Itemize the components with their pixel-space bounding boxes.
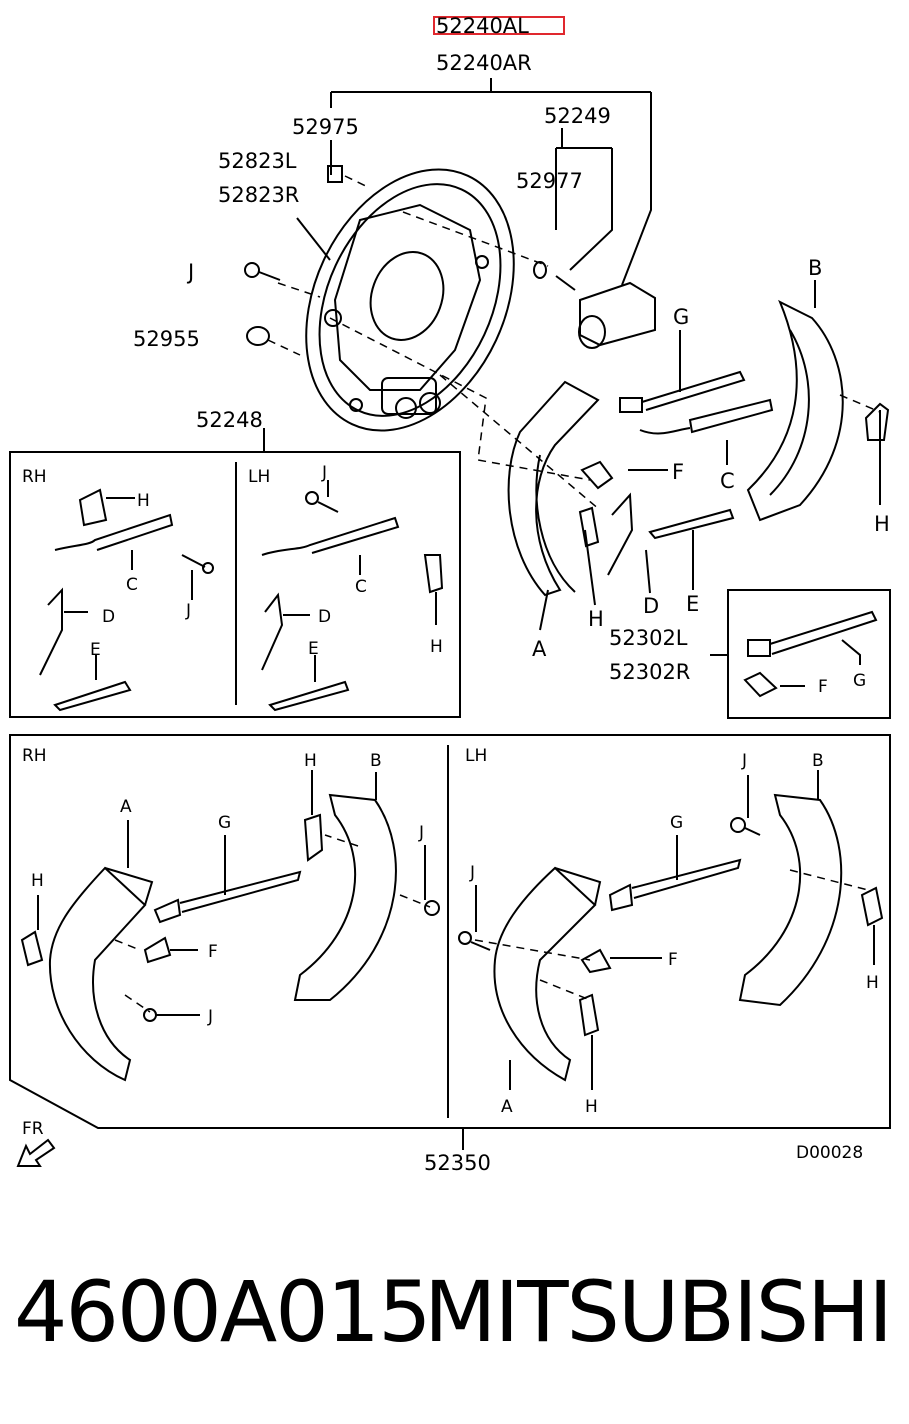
fr-label: FR — [22, 1119, 44, 1139]
kit-rh-E: E — [90, 640, 101, 660]
fr-arrow-icon — [16, 1138, 56, 1167]
brake-shoe-A-upper — [507, 380, 600, 597]
shoe-lh-J-top: J — [741, 751, 747, 771]
adjuster-F: F — [818, 677, 828, 697]
part-F-upper — [580, 460, 614, 490]
kit-lh-H: H — [430, 637, 443, 657]
shoe-lh-H-right: H — [866, 973, 879, 993]
shoe-rh-H-top: H — [304, 751, 317, 771]
spring-E-upper — [648, 508, 735, 540]
shoe-rh-F: F — [208, 942, 218, 962]
kit-lh-J: J — [321, 463, 327, 483]
kit-rh-C: C — [126, 575, 138, 595]
kit-lh-D: D — [318, 607, 331, 627]
cap-52955 — [246, 326, 270, 346]
part-52975: 52975 — [292, 115, 359, 139]
nut-52977 — [533, 261, 547, 279]
part-number-title: 4600A015 — [14, 1263, 432, 1361]
label-H-upper-right: H — [874, 512, 890, 536]
spring-D-upper — [607, 492, 634, 576]
shoe-kit-lh-parts — [458, 770, 884, 1090]
part-52240AR: 52240AR — [436, 51, 532, 75]
diagram-code: D00028 — [796, 1143, 863, 1163]
shoe-lh-F: F — [668, 950, 678, 970]
shoe-rh-G: G — [218, 813, 231, 833]
shoe-lh-B: B — [812, 751, 824, 771]
part-52823L: 52823L — [218, 149, 297, 173]
part-H-shoe — [578, 506, 600, 548]
shoe-lh-J-left: J — [469, 863, 475, 883]
shoe-kit-rh-label: RH — [22, 746, 47, 766]
shoe-lh-A: A — [501, 1097, 513, 1117]
brake-parts-diagram: 52240AL 52240AR 52975 52823L 52823R 5224… — [9, 14, 891, 1175]
backing-plate — [305, 168, 515, 432]
part-52240AL: 52240AL — [436, 14, 529, 38]
brand-title: MITSUBISHI — [423, 1263, 893, 1361]
shoe-lh-G: G — [670, 813, 683, 833]
kit-rh-D: D — [102, 607, 115, 627]
bleeder-52249 — [555, 275, 576, 291]
kit-rh-J: J — [185, 601, 191, 621]
highlight-box — [433, 16, 565, 35]
part-52955: 52955 — [133, 327, 200, 351]
shoe-rh-J-bottom: J — [207, 1007, 213, 1027]
wheel-cylinder — [578, 281, 656, 349]
kit-rh-label: RH — [22, 467, 47, 487]
part-52249: 52249 — [544, 104, 611, 128]
adjuster-G: G — [853, 671, 866, 691]
label-D-upper: D — [643, 594, 659, 618]
kit-lh-label: LH — [248, 467, 270, 487]
part-52302R: 52302R — [609, 660, 690, 684]
clip-H-upper — [864, 402, 890, 441]
label-G-upper: G — [673, 305, 689, 329]
label-F-upper: F — [672, 460, 684, 484]
shoe-rh-J-right: J — [418, 823, 424, 843]
label-H-upper-shoe: H — [588, 607, 604, 631]
spring-C-upper — [639, 398, 774, 435]
part-52977: 52977 — [516, 169, 583, 193]
label-C-upper: C — [720, 469, 735, 493]
label-E-upper: E — [686, 592, 699, 616]
part-52350: 52350 — [424, 1151, 491, 1175]
shoe-rh-B: B — [370, 751, 382, 771]
part-52302L: 52302L — [609, 626, 688, 650]
shoe-kit-box — [9, 734, 891, 1129]
adjuster-G-upper — [619, 370, 746, 413]
label-J-upper: J — [186, 260, 194, 284]
part-52823R: 52823R — [218, 183, 299, 207]
spring-kit-box — [9, 451, 461, 718]
kit-lh-E: E — [308, 639, 319, 659]
kit-lh-C: C — [355, 577, 367, 597]
adjuster-box — [727, 589, 891, 719]
part-52248: 52248 — [196, 408, 263, 432]
adjuster-kit-parts — [743, 610, 878, 698]
shoe-kit-rh-parts — [20, 770, 440, 1082]
pin-J-upper — [244, 262, 281, 281]
shoe-rh-A: A — [120, 797, 132, 817]
label-A-upper: A — [532, 637, 547, 661]
label-B-upper: B — [808, 256, 822, 280]
kit-lh-parts — [261, 480, 444, 712]
shoe-rh-H-left: H — [31, 871, 44, 891]
footer: 4600A015 MITSUBISHI — [0, 1262, 909, 1372]
kit-rh-parts — [39, 488, 214, 712]
kit-rh-H: H — [137, 491, 150, 511]
shoe-kit-lh-label: LH — [465, 746, 487, 766]
shoe-lh-H-bottom: H — [585, 1097, 598, 1117]
brake-shoe-B-upper — [746, 299, 844, 522]
bolt-52975 — [327, 165, 343, 183]
